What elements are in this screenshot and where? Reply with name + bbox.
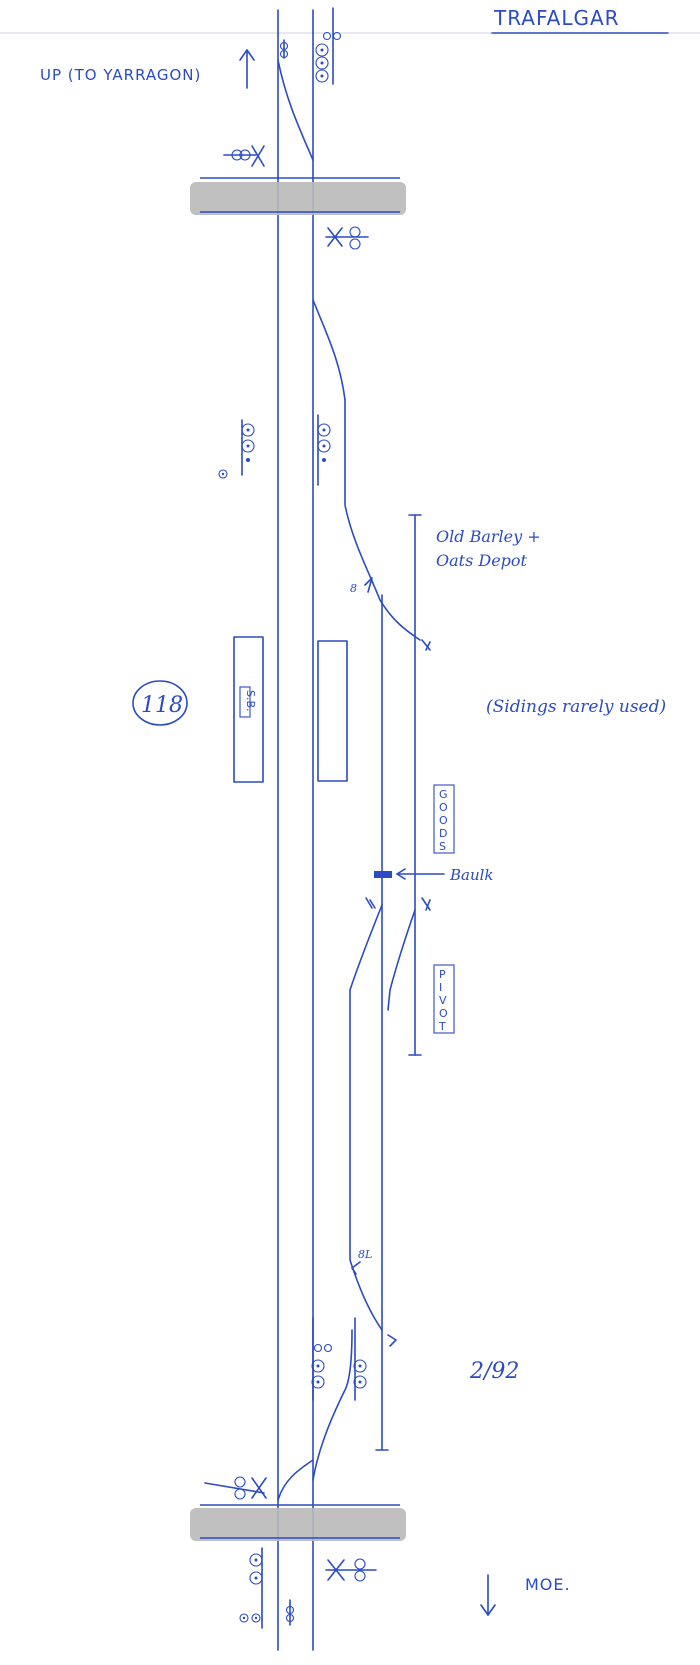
down-direction-label: MOE. [525, 1575, 571, 1594]
bottom-left-signal-icon [239, 1547, 263, 1629]
upper-left-gate-icon [223, 145, 265, 167]
lower-points-icon [351, 1261, 361, 1275]
upper-catchpoint-label: 8 [350, 582, 357, 595]
station-title: TRAFALGAR [493, 6, 620, 30]
lower-points-label: 8L [358, 1248, 372, 1261]
left-mid-signal-icon [218, 419, 255, 479]
top-left-signal-icon [279, 39, 289, 59]
depot-label-line1: Old Barley + [436, 527, 541, 546]
siding-turnout-upper [312, 299, 421, 641]
upper-catchpoint-icon [364, 577, 373, 593]
pivot-shed-letter: I [439, 981, 442, 994]
lower-depot-catch-icon [421, 897, 431, 911]
lower-left-gate-icon [204, 1476, 267, 1500]
goods-shed-letter: G [439, 788, 448, 801]
lower-right-gate-icon [325, 1558, 377, 1582]
platform-left [233, 636, 264, 783]
baulk-arrow-icon [396, 868, 445, 880]
pivot-shed-letter: T [438, 1020, 446, 1033]
upper-crossover [277, 59, 314, 161]
depot-points-icon [421, 639, 431, 651]
lower-loop-stop-icon [387, 1334, 397, 1347]
up-arrow-icon [239, 49, 255, 89]
down-arrow-icon [480, 1574, 496, 1616]
lower-crossover [312, 1329, 353, 1481]
svg-text:S.B.: S.B. [244, 690, 257, 712]
upper-right-gate-icon [325, 226, 369, 250]
baulk-label: Baulk [449, 866, 494, 884]
baulk-marker [374, 871, 392, 878]
right-mid-signal-icon [317, 414, 331, 486]
depot-label-line2: Oats Depot [436, 551, 528, 570]
date-note: 2/92 [469, 1359, 519, 1384]
pivot-shed-letter: O [439, 1007, 448, 1020]
goods-shed-letter: O [439, 801, 448, 814]
platform-right [317, 640, 348, 782]
up-direction-label: UP (TO YARRAGON) [40, 66, 201, 84]
lower-depot-turnout [387, 909, 416, 1011]
lower-loop-catch-icon [365, 897, 376, 909]
svg-text:118: 118 [141, 693, 183, 718]
goods-shed: G O O D S [433, 784, 455, 854]
goods-shed-letter: S [439, 840, 446, 853]
lower-left-signal-icon [311, 1317, 333, 1401]
upper-level-crossing [190, 177, 406, 215]
pivot-shed: P I V O T [433, 964, 455, 1034]
siding-note: (Sidings rarely used) [486, 697, 666, 717]
lower-loop-turnout [349, 904, 383, 1331]
lower-main-crossover [277, 1459, 314, 1501]
pivot-shed-letter: V [439, 994, 447, 1007]
goods-shed-letter: O [439, 814, 448, 827]
goods-shed-letter: D [439, 827, 447, 840]
top-right-signal-icon [315, 7, 342, 85]
bottom-small-signal-icon [285, 1599, 295, 1626]
pivot-shed-letter: P [439, 968, 446, 981]
diagram-number-badge: 118 [132, 680, 188, 726]
lower-right-signal-icon [353, 1317, 367, 1401]
lower-level-crossing [190, 1504, 406, 1541]
signal-box-icon: S.B. [239, 686, 257, 718]
